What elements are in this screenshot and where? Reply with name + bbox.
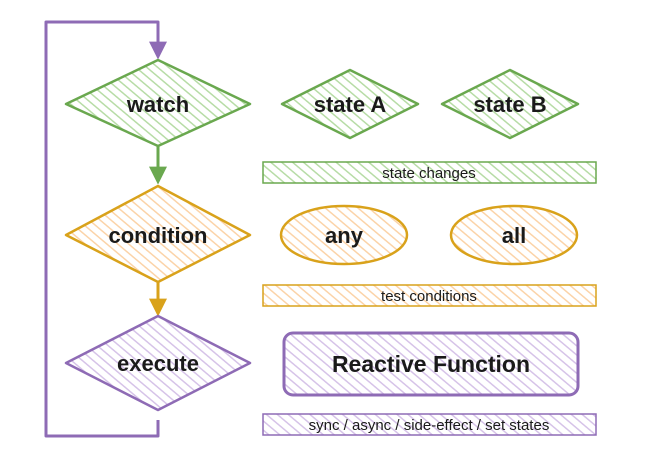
reactive-function-label: Reactive Function [332,351,530,377]
all-node: all [449,204,579,266]
state-changes-label: state changes [382,165,475,182]
any-label: any [325,223,364,248]
execute-label: execute [117,351,199,376]
state-a-label: state A [314,92,387,117]
function-kinds-label: sync / async / side-effect / set states [309,417,550,434]
test-conditions-label: test conditions [381,288,477,305]
state-changes-bar: state changes [262,161,597,184]
execute-node: execute [64,314,252,412]
watch-node: watch [64,58,252,148]
state-a-node: state A [280,68,420,140]
loop-back-arrow [44,20,167,438]
function-kinds-bar: sync / async / side-effect / set states [262,413,597,436]
condition-label: condition [109,223,208,248]
any-node: any [279,204,409,266]
condition-node: condition [64,184,252,284]
state-b-node: state B [440,68,580,140]
reactive-function-node: Reactive Function [282,331,580,397]
state-b-label: state B [473,92,546,117]
watch-label: watch [126,92,189,117]
all-label: all [502,223,526,248]
test-conditions-bar: test conditions [262,284,597,307]
